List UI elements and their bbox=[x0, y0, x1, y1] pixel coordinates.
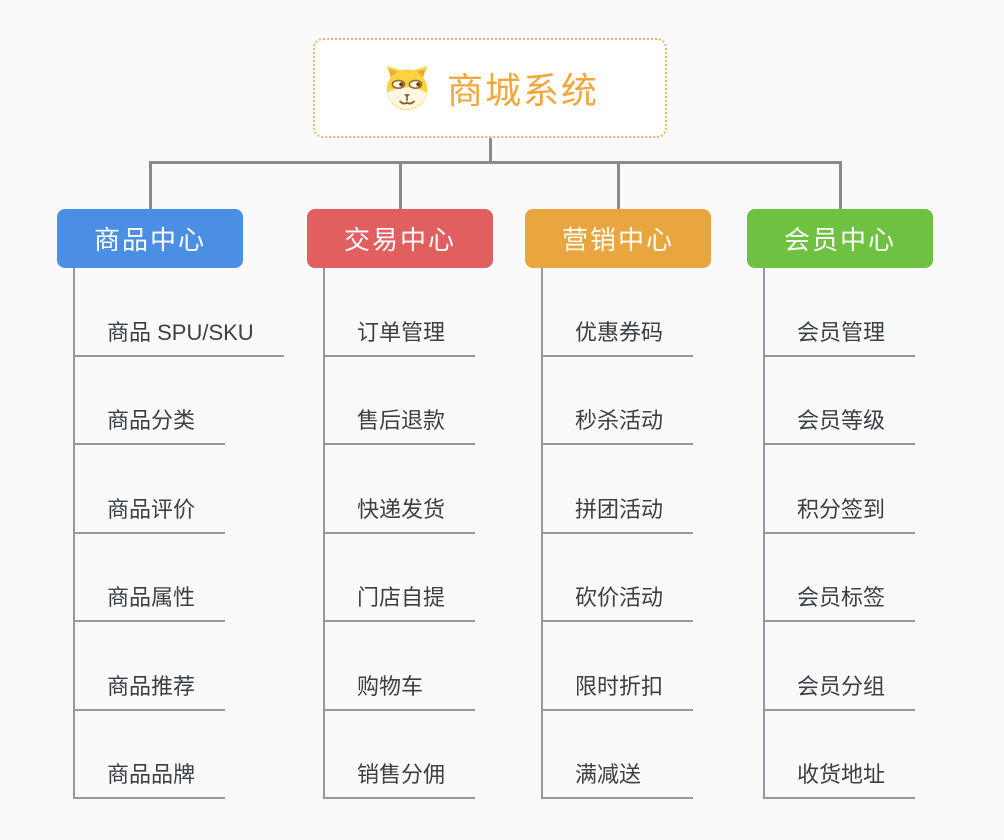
child-topic[interactable]: 购物车 bbox=[325, 622, 475, 711]
branch-node-marketing-center[interactable]: 营销中心 bbox=[525, 209, 711, 268]
child-topic[interactable]: 订单管理 bbox=[325, 268, 476, 357]
child-topic[interactable]: 会员管理 bbox=[765, 268, 916, 357]
connector-drop bbox=[839, 161, 842, 209]
child-topic[interactable]: 积分签到 bbox=[765, 445, 916, 534]
child-topic[interactable]: 会员标签 bbox=[765, 534, 916, 622]
connector-root-stem bbox=[489, 138, 492, 163]
child-topic[interactable]: 销售分佣 bbox=[325, 711, 476, 799]
branch-children: 商品 SPU/SKU 商品分类 商品评价 商品属性 商品推荐 商品品牌 bbox=[73, 268, 284, 799]
child-topic[interactable]: 会员等级 bbox=[765, 357, 916, 445]
child-topic[interactable]: 商品评价 bbox=[75, 445, 226, 534]
dog-face-icon bbox=[381, 62, 433, 114]
connector-drop bbox=[149, 161, 152, 209]
child-topic[interactable]: 门店自提 bbox=[325, 534, 476, 622]
child-topic[interactable]: 收货地址 bbox=[765, 711, 916, 799]
child-topic[interactable]: 优惠券码 bbox=[543, 268, 694, 357]
branch-node-member-center[interactable]: 会员中心 bbox=[747, 209, 933, 268]
child-topic[interactable]: 售后退款 bbox=[325, 357, 476, 445]
branch-member-center: 会员中心 会员管理 会员等级 积分签到 会员标签 会员分组 收货地址 bbox=[747, 209, 933, 799]
connector-drop bbox=[617, 161, 620, 209]
branch-node-product-center[interactable]: 商品中心 bbox=[57, 209, 243, 268]
child-topic[interactable]: 拼团活动 bbox=[543, 445, 694, 534]
child-topic[interactable]: 商品推荐 bbox=[75, 622, 226, 711]
child-topic[interactable]: 限时折扣 bbox=[543, 622, 694, 711]
branch-marketing-center: 营销中心 优惠券码 秒杀活动 拼团活动 砍价活动 限时折扣 满减送 bbox=[525, 209, 711, 799]
connector-horizontal bbox=[149, 161, 841, 164]
root-title: 商城系统 bbox=[446, 70, 599, 111]
child-topic[interactable]: 商品分类 bbox=[75, 357, 226, 445]
branch-product-center: 商品中心 商品 SPU/SKU 商品分类 商品评价 商品属性 商品推荐 商品品牌 bbox=[57, 209, 284, 799]
branch-trade-center: 交易中心 订单管理 售后退款 快递发货 门店自提 购物车 销售分佣 bbox=[307, 209, 493, 799]
child-topic[interactable]: 商品属性 bbox=[75, 534, 226, 622]
child-topic[interactable]: 满减送 bbox=[543, 711, 693, 799]
child-topic[interactable]: 快递发货 bbox=[325, 445, 476, 534]
child-topic[interactable]: 秒杀活动 bbox=[543, 357, 694, 445]
child-topic[interactable]: 商品品牌 bbox=[75, 711, 226, 799]
branch-children: 会员管理 会员等级 积分签到 会员标签 会员分组 收货地址 bbox=[763, 268, 916, 799]
branch-children: 优惠券码 秒杀活动 拼团活动 砍价活动 限时折扣 满减送 bbox=[541, 268, 694, 799]
child-topic[interactable]: 商品 SPU/SKU bbox=[75, 268, 284, 357]
branch-children: 订单管理 售后退款 快递发货 门店自提 购物车 销售分佣 bbox=[323, 268, 476, 799]
connector-drop bbox=[399, 161, 402, 209]
child-topic[interactable]: 会员分组 bbox=[765, 622, 916, 711]
root-node[interactable]: 商城系统 bbox=[313, 38, 667, 138]
branch-node-trade-center[interactable]: 交易中心 bbox=[307, 209, 493, 268]
child-topic[interactable]: 砍价活动 bbox=[543, 534, 694, 622]
